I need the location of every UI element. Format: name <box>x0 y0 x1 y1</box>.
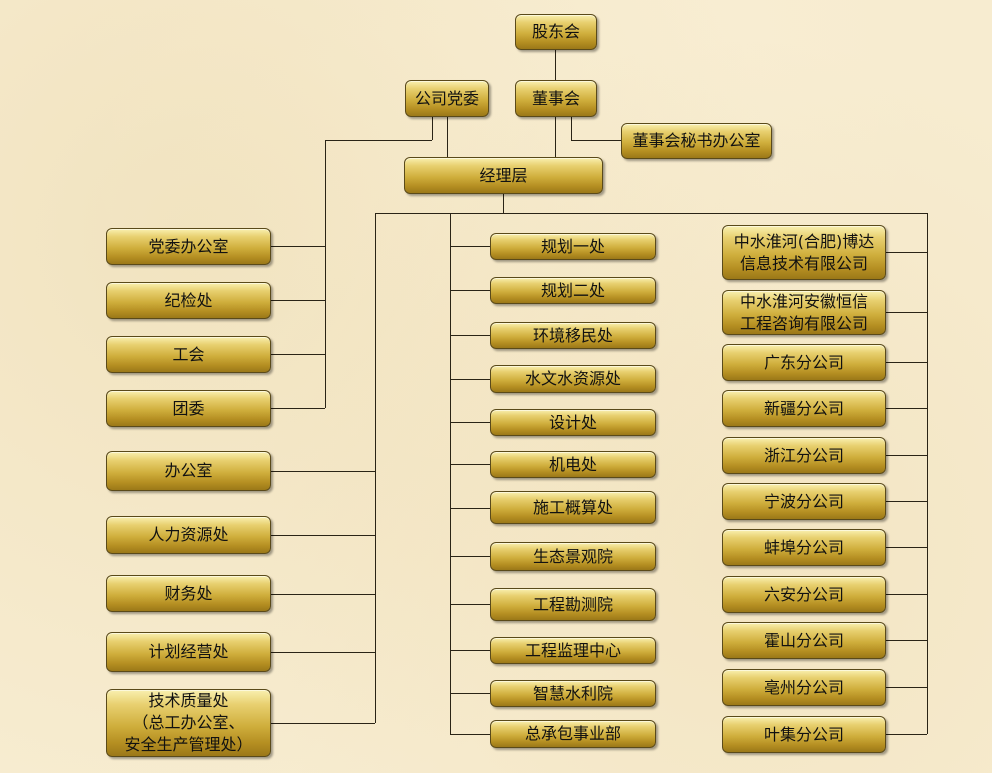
node-production-dept: 水文水资源处 <box>490 365 656 393</box>
node-production-dept: 施工概算处 <box>490 491 656 524</box>
node-subsidiary: 中水淮河(合肥)博达 信息技术有限公司 <box>722 225 886 280</box>
node-branch: 广东分公司 <box>722 344 886 381</box>
node-production-dept: 规划二处 <box>490 277 656 304</box>
node-branch: 叶集分公司 <box>722 716 886 753</box>
node-branch: 蚌埠分公司 <box>722 529 886 566</box>
node-subsidiary: 中水淮河安徽恒信 工程咨询有限公司 <box>722 290 886 335</box>
node-production-dept: 设计处 <box>490 409 656 436</box>
node-production-dept: 工程勘测院 <box>490 588 656 621</box>
node-production-dept: 生态景观院 <box>490 542 656 571</box>
node-management: 经理层 <box>404 157 603 194</box>
node-branch: 霍山分公司 <box>722 622 886 659</box>
node-shareholders: 股东会 <box>515 14 597 50</box>
node-production-dept: 总承包事业部 <box>490 720 656 748</box>
node-party-unit: 工会 <box>106 336 271 373</box>
node-branch: 宁波分公司 <box>722 483 886 520</box>
node-party-committee: 公司党委 <box>405 80 489 117</box>
node-functional-dept: 计划经营处 <box>106 632 271 672</box>
node-party-unit: 党委办公室 <box>106 228 271 265</box>
node-functional-dept: 财务处 <box>106 575 271 612</box>
node-board: 董事会 <box>515 80 597 117</box>
node-party-unit: 团委 <box>106 390 271 427</box>
node-branch: 新疆分公司 <box>722 390 886 427</box>
node-production-dept: 机电处 <box>490 451 656 478</box>
node-branch: 浙江分公司 <box>722 437 886 474</box>
node-production-dept: 工程监理中心 <box>490 637 656 664</box>
node-functional-dept: 技术质量处 （总工办公室、 安全生产管理处） <box>106 689 271 757</box>
node-functional-dept: 人力资源处 <box>106 516 271 554</box>
node-board-secretary-office: 董事会秘书办公室 <box>621 123 772 159</box>
node-party-unit: 纪检处 <box>106 282 271 319</box>
node-functional-dept: 办公室 <box>106 451 271 491</box>
node-production-dept: 环境移民处 <box>490 322 656 349</box>
node-branch: 六安分公司 <box>722 576 886 613</box>
node-production-dept: 智慧水利院 <box>490 680 656 707</box>
node-production-dept: 规划一处 <box>490 233 656 260</box>
bottom-strip <box>0 773 992 781</box>
node-branch: 亳州分公司 <box>722 669 886 706</box>
